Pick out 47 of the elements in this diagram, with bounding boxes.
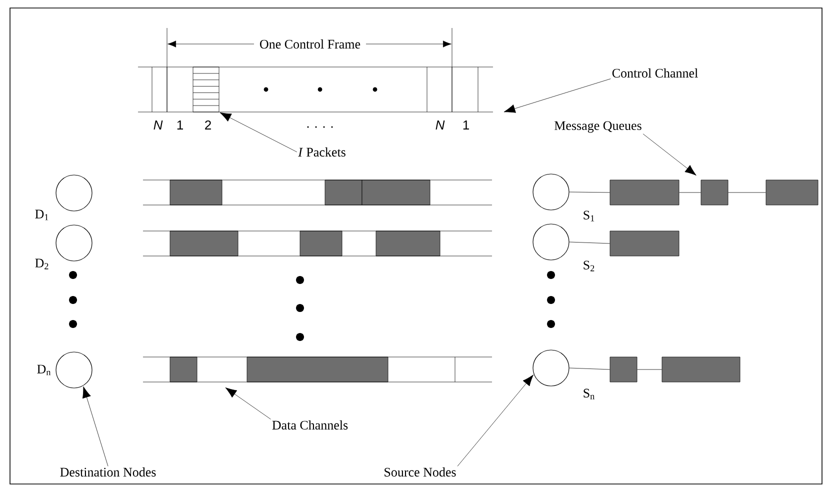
node-circle [532,174,570,210]
node-circle [56,174,92,212]
slot-number: 1 [177,120,183,130]
queue-block [610,356,638,382]
queue-link [569,192,610,193]
slot-number: 1 [463,120,469,130]
node-circle [56,352,92,388]
node-label: D$_{n}$ [37,364,51,376]
node-label: D$_{2}$ [35,258,48,270]
arrow [504,78,611,113]
data-channel-bar [142,356,492,382]
arrow [82,386,108,466]
arrow [220,112,298,152]
node-circle [532,224,570,260]
packet-slot [192,66,220,112]
callout-text: Control Channel [612,68,698,78]
arrow [642,134,696,176]
callout-text: Data Channels [272,420,348,430]
node-label: 2 [205,120,211,130]
callout-text: Destination Nodes [60,467,156,477]
slot-number: N [154,120,163,130]
callout-text: Source Nodes [384,467,456,477]
node-circle [56,224,92,262]
control-channel-bar [138,66,494,112]
queue-link [569,368,610,370]
dimension-label: One Control Frame [260,39,360,49]
queue-block [766,180,818,206]
callout-text: Message Queues [554,121,642,133]
node-label: S$_{2}$ [584,260,594,272]
queue-link [637,369,662,370]
queue-block [700,180,728,206]
node-label: S$_{1}$ [584,210,594,222]
arrow [457,374,534,466]
data-channel-bar [142,230,492,256]
node-label: D$_{1}$ [35,210,48,220]
callout-text: I Packets [298,147,346,157]
queue-link [569,242,610,244]
queue-block [610,180,680,206]
queue-block [610,230,680,256]
slot-number: N [436,120,445,130]
data-channel-bar [142,180,492,206]
queue-link [679,192,701,193]
queue-link [728,192,766,193]
node-label: S$_{n}$ [584,388,594,400]
arrow [225,387,271,420]
node-circle [532,350,570,386]
queue-block [662,356,740,382]
